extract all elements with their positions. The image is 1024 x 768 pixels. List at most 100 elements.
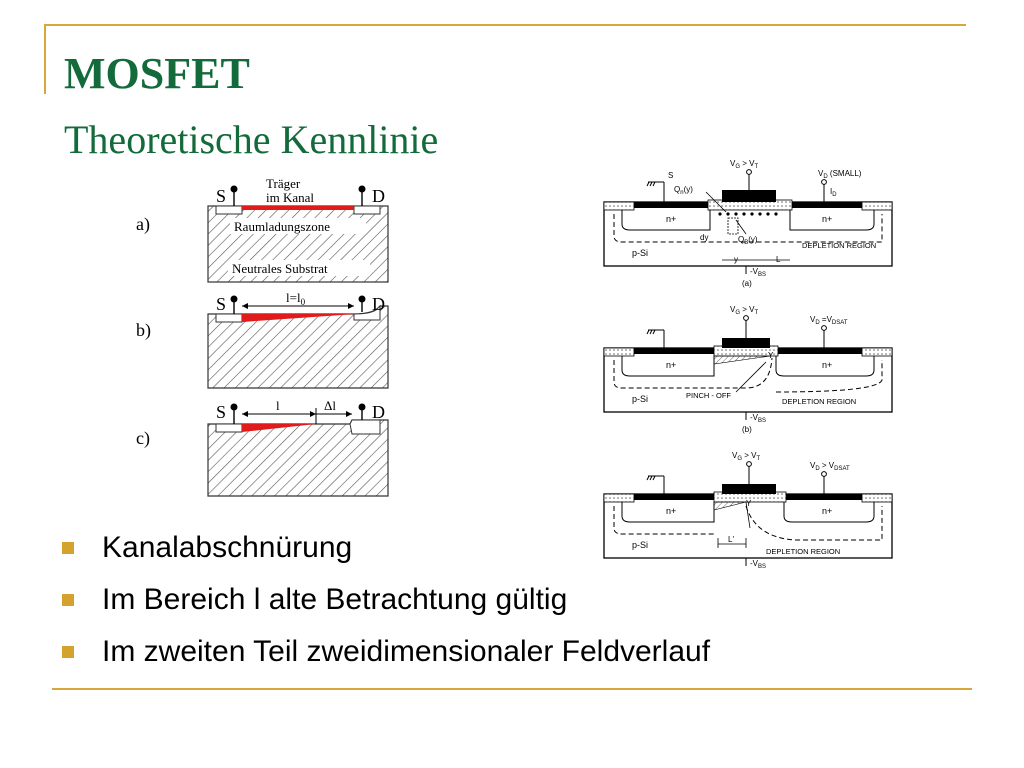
panel-b-length-label: l=l0 [286, 290, 306, 307]
panel-c-length-arrow-right [310, 411, 316, 417]
rc-source-contact [634, 494, 714, 500]
rb-y-label: Y [768, 351, 774, 360]
ra-gate-terminal [746, 169, 752, 175]
rb-caption: (b) [742, 425, 752, 434]
left-panel-c: c) S D l Δl [136, 398, 389, 497]
rb-drain-terminal [821, 325, 827, 331]
rc-vg-label: VG > VT [732, 451, 760, 462]
ra-l-label: L [776, 255, 781, 264]
rb-ground-icon [646, 329, 656, 335]
left-figure: a) Raumladungszone Neutrales Substrat S … [136, 176, 389, 497]
rb-vd-label: VD =VDSAT [810, 315, 848, 326]
rb-gate-terminal [743, 315, 749, 321]
panel-a-substrate-label: Neutrales Substrat [232, 261, 328, 276]
rc-depletion-boundary [613, 505, 883, 541]
rc-vd-label: VD > VDSAT [810, 461, 850, 472]
ra-caption: (a) [742, 279, 752, 288]
right-panel-b: n+ n+ Y VG > VT VD =VDSAT PINCH - OFF DE… [603, 305, 893, 434]
top-rule [44, 24, 966, 26]
right-panel-a: n+ n+ VG > VT VD (SMALL) ID S Qn(y) QB(y… [603, 159, 893, 288]
rc-depletion-label: DEPLETION REGION [766, 547, 840, 556]
panel-b-channel [242, 314, 356, 322]
rc-y-label: Y [746, 499, 752, 508]
rc-oxide-right [861, 493, 893, 503]
rb-source-contact [634, 348, 714, 354]
panel-c-delta-label: Δl [324, 398, 336, 413]
ra-vbs-label: -VBS [750, 267, 766, 278]
bullet-square-icon [62, 594, 74, 606]
left-panel-a: a) Raumladungszone Neutrales Substrat S … [136, 176, 389, 283]
ra-source-contact [634, 202, 708, 208]
panel-c-delta-arrow-right [346, 411, 352, 417]
ra-depletion-label: DEPLETION REGION [802, 241, 876, 250]
ra-substrate-label: p-Si [632, 248, 648, 258]
ra-y-label: y [734, 255, 738, 264]
panel-a-channel-label-2: im Kanal [266, 190, 314, 205]
rb-pinch-pointer [735, 361, 767, 393]
ra-drain-contact [792, 202, 862, 208]
bullet-text: Kanalabschnürung [102, 531, 353, 564]
rc-source-well [621, 502, 715, 523]
ra-n-left: n+ [666, 214, 676, 224]
panel-a-channel-label-1: Träger [266, 176, 301, 191]
ra-qb-pointer [735, 219, 747, 235]
rc-lprime-label: L' [728, 535, 734, 544]
ra-vd-label: VD (SMALL) [818, 169, 862, 180]
rc-drain-contact [786, 494, 862, 500]
rb-oxide-right [861, 347, 893, 357]
panel-a-depletion-label: Raumladungszone [234, 219, 330, 234]
panel-c-drain-label: D [372, 402, 385, 422]
bullet-list: Kanalabschnürung Im Bereich l alte Betra… [62, 522, 710, 678]
panel-c-length-arrow-left [242, 411, 248, 417]
panel-b-source-terminal [230, 295, 238, 303]
left-panel-b: b) S D l=l0 [136, 290, 389, 389]
panel-b-source-diffusion [215, 313, 243, 323]
rc-n-left: n+ [666, 506, 676, 516]
panel-b-length-arrow-right [348, 303, 354, 309]
panel-a-label: a) [136, 214, 150, 235]
rc-n-right: n+ [822, 506, 832, 516]
panel-c-channel [242, 424, 316, 432]
ra-qb-label: QB(y) [738, 235, 758, 246]
bullet-text: Im zweiten Teil zweidimensionaler Feldve… [102, 635, 711, 668]
ra-source-well [621, 210, 711, 231]
rb-source-well [621, 356, 715, 377]
panel-a-depletion-label-bg [230, 218, 366, 234]
panel-b-source-label: S [216, 294, 226, 314]
bullet-item: Kanalabschnürung [62, 522, 710, 574]
panel-c-drain-diffusion [349, 419, 381, 435]
ra-gate [722, 190, 776, 202]
rc-gate-terminal [746, 461, 752, 467]
panel-a-source-terminal [230, 185, 238, 193]
right-panel-c: n+ n+ Y VG > VT VD > VDSAT L' DEPLETION … [603, 451, 893, 570]
bottom-rule [52, 688, 972, 690]
rb-drain-well [775, 356, 875, 377]
bullet-text: Im Bereich l alte Betrachtung gültig [102, 583, 568, 616]
rb-n-left: n+ [666, 360, 676, 370]
ra-source-label: S [668, 171, 673, 180]
ra-dy-box [727, 217, 739, 235]
panel-b-drain-diffusion [353, 304, 381, 321]
panel-b-drain-terminal [358, 295, 366, 303]
rc-substrate [603, 493, 893, 559]
rb-n-right: n+ [822, 360, 832, 370]
rb-depletion-label: DEPLETION REGION [782, 397, 856, 406]
rb-pinch-label: PINCH - OFF [686, 391, 731, 400]
panel-a-source-diffusion [215, 205, 243, 215]
panel-c-drain-terminal [358, 403, 366, 411]
ra-channel-charge [718, 212, 778, 216]
ra-oxide-right [861, 201, 893, 211]
ra-ground-icon [646, 181, 656, 187]
rb-vg-label: VG > VT [730, 305, 758, 316]
panel-b-length-arrow-left [242, 303, 248, 309]
ra-qn-label: Qn(y) [674, 185, 693, 196]
ra-oxide-left [603, 201, 635, 211]
ra-qn-pointer [705, 191, 727, 213]
panel-a-drain-diffusion [353, 205, 381, 215]
ra-dy-label: dy [700, 233, 708, 242]
panel-c-source-label: S [216, 402, 226, 422]
ra-drain-terminal [821, 179, 827, 185]
rc-ground-icon [646, 475, 656, 481]
ra-n-right: n+ [822, 214, 832, 224]
rc-oxide-left [603, 493, 635, 503]
